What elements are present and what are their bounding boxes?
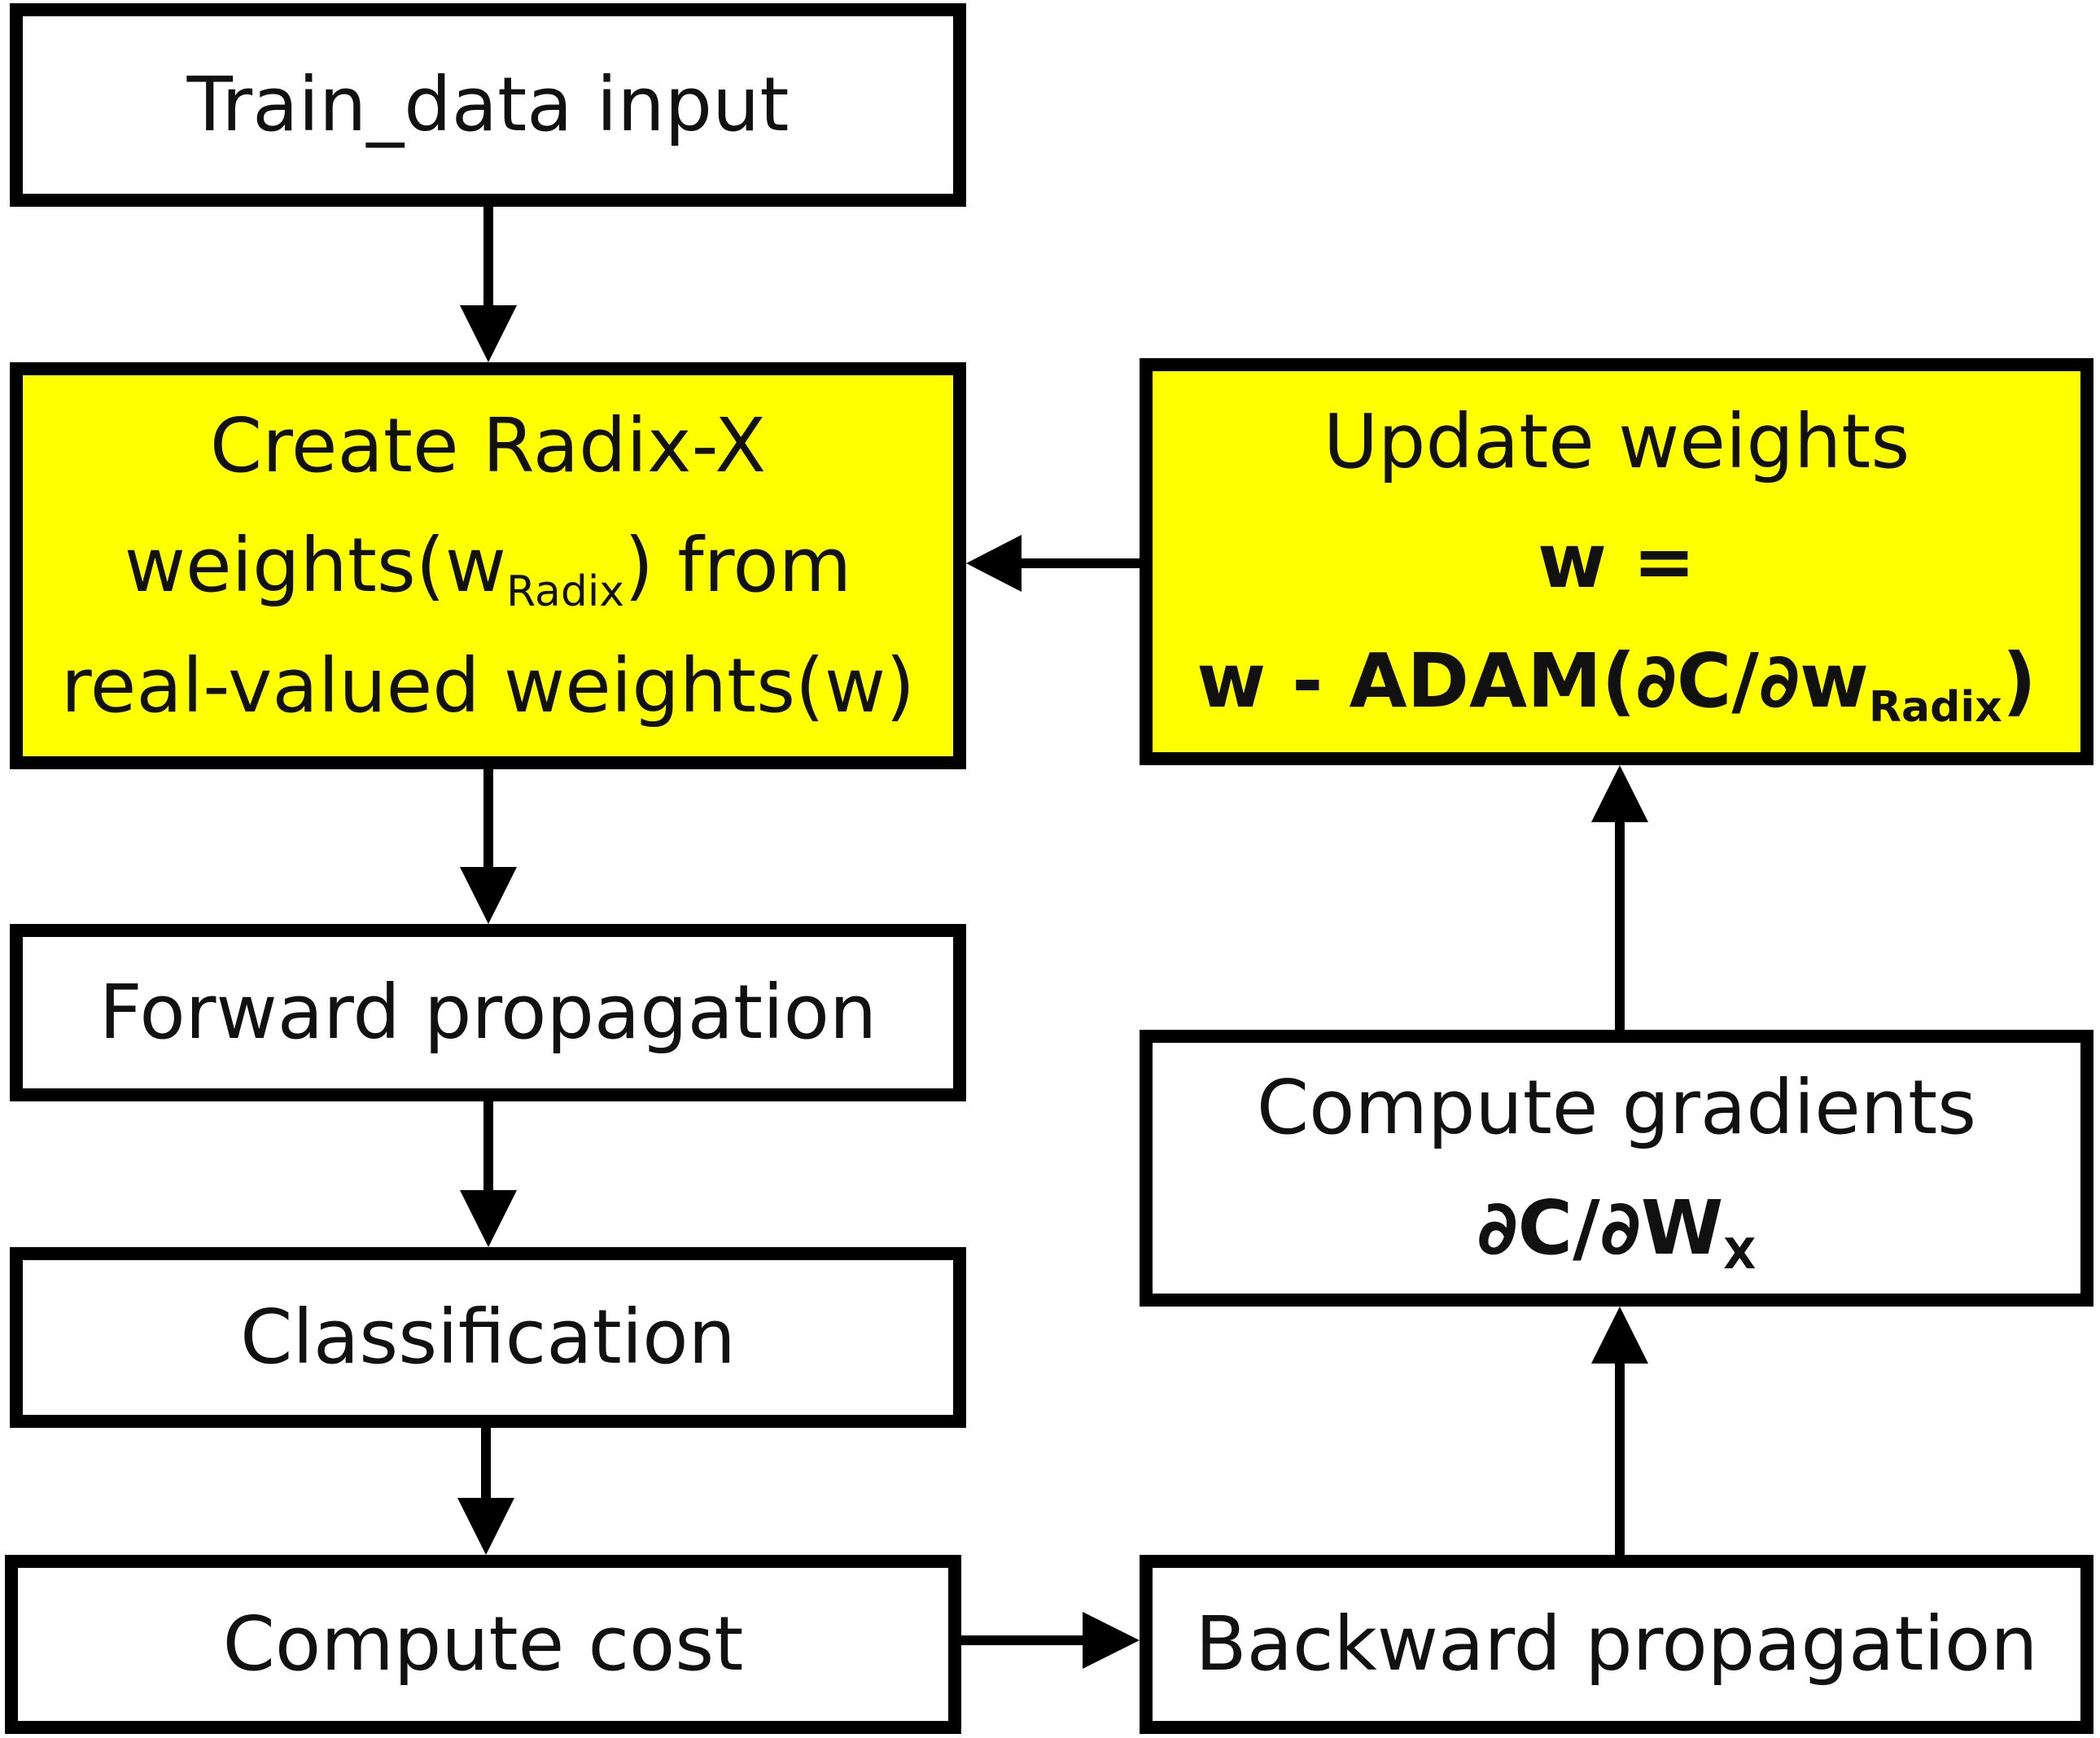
update-weights-line3-pre: w - ADAM(∂C/∂w (1197, 637, 1870, 725)
update-weights-line3-post: ) (2002, 637, 2037, 725)
compute-gradients-line2-sub: X (1723, 1229, 1757, 1279)
update-weights-line2: w = (1537, 517, 1696, 605)
update-weights-line1: Update weights (1323, 397, 1910, 485)
create-radix-line2-sub: Radix (505, 567, 625, 616)
arrow-forward-to-classification-head (460, 1190, 517, 1247)
compute-gradients-line2-pre: ∂C/∂W (1477, 1184, 1724, 1272)
update-weights-line3-sub: Radix (1869, 683, 2002, 733)
compute-gradients-box: Compute gradients ∂C/∂WX (1140, 1030, 2093, 1307)
compute-cost-box: Compute cost (5, 1555, 961, 1734)
forward-propagation-label: Forward propagation (98, 969, 877, 1057)
backward-propagation-label: Backward propagation (1195, 1600, 2038, 1688)
forward-propagation-box: Forward propagation (10, 924, 966, 1101)
create-radix-line2: weights(wRadix) from (125, 506, 852, 626)
arrow-cost-to-backward-head (1083, 1612, 1140, 1669)
compute-cost-label: Compute cost (222, 1600, 744, 1688)
arrow-backward-to-gradients-head (1591, 1307, 1648, 1364)
classification-box: Classification (10, 1247, 966, 1428)
create-radix-line2-post: ) from (624, 521, 852, 609)
update-weights-box: Update weights w = w - ADAM(∂C/∂wRadix) (1140, 358, 2093, 765)
backward-propagation-box: Backward propagation (1140, 1555, 2093, 1734)
arrow-update-to-create-head (966, 535, 1022, 592)
create-radix-line1: Create Radix-X (209, 401, 767, 489)
create-radix-line3: real-valued weights(w) (60, 642, 916, 730)
arrow-classification-to-cost-head (457, 1498, 514, 1555)
compute-gradients-line1: Compute gradients (1256, 1064, 1977, 1152)
update-weights-line3: w - ADAM(∂C/∂wRadix) (1197, 621, 2037, 742)
create-radix-weights-box: Create Radix-X weights(wRadix) from real… (10, 362, 966, 769)
create-radix-line2-pre: weights(w (124, 521, 506, 609)
train-data-input-label: Train_data input (186, 61, 790, 149)
compute-gradients-line2: ∂C/∂WX (1477, 1168, 1757, 1289)
train-data-input-box: Train_data input (10, 3, 966, 207)
arrow-gradients-to-update-head (1591, 765, 1648, 822)
arrow-create-to-forward-head (460, 867, 517, 924)
arrow-train-to-create-head (460, 305, 517, 362)
classification-label: Classification (240, 1294, 736, 1381)
